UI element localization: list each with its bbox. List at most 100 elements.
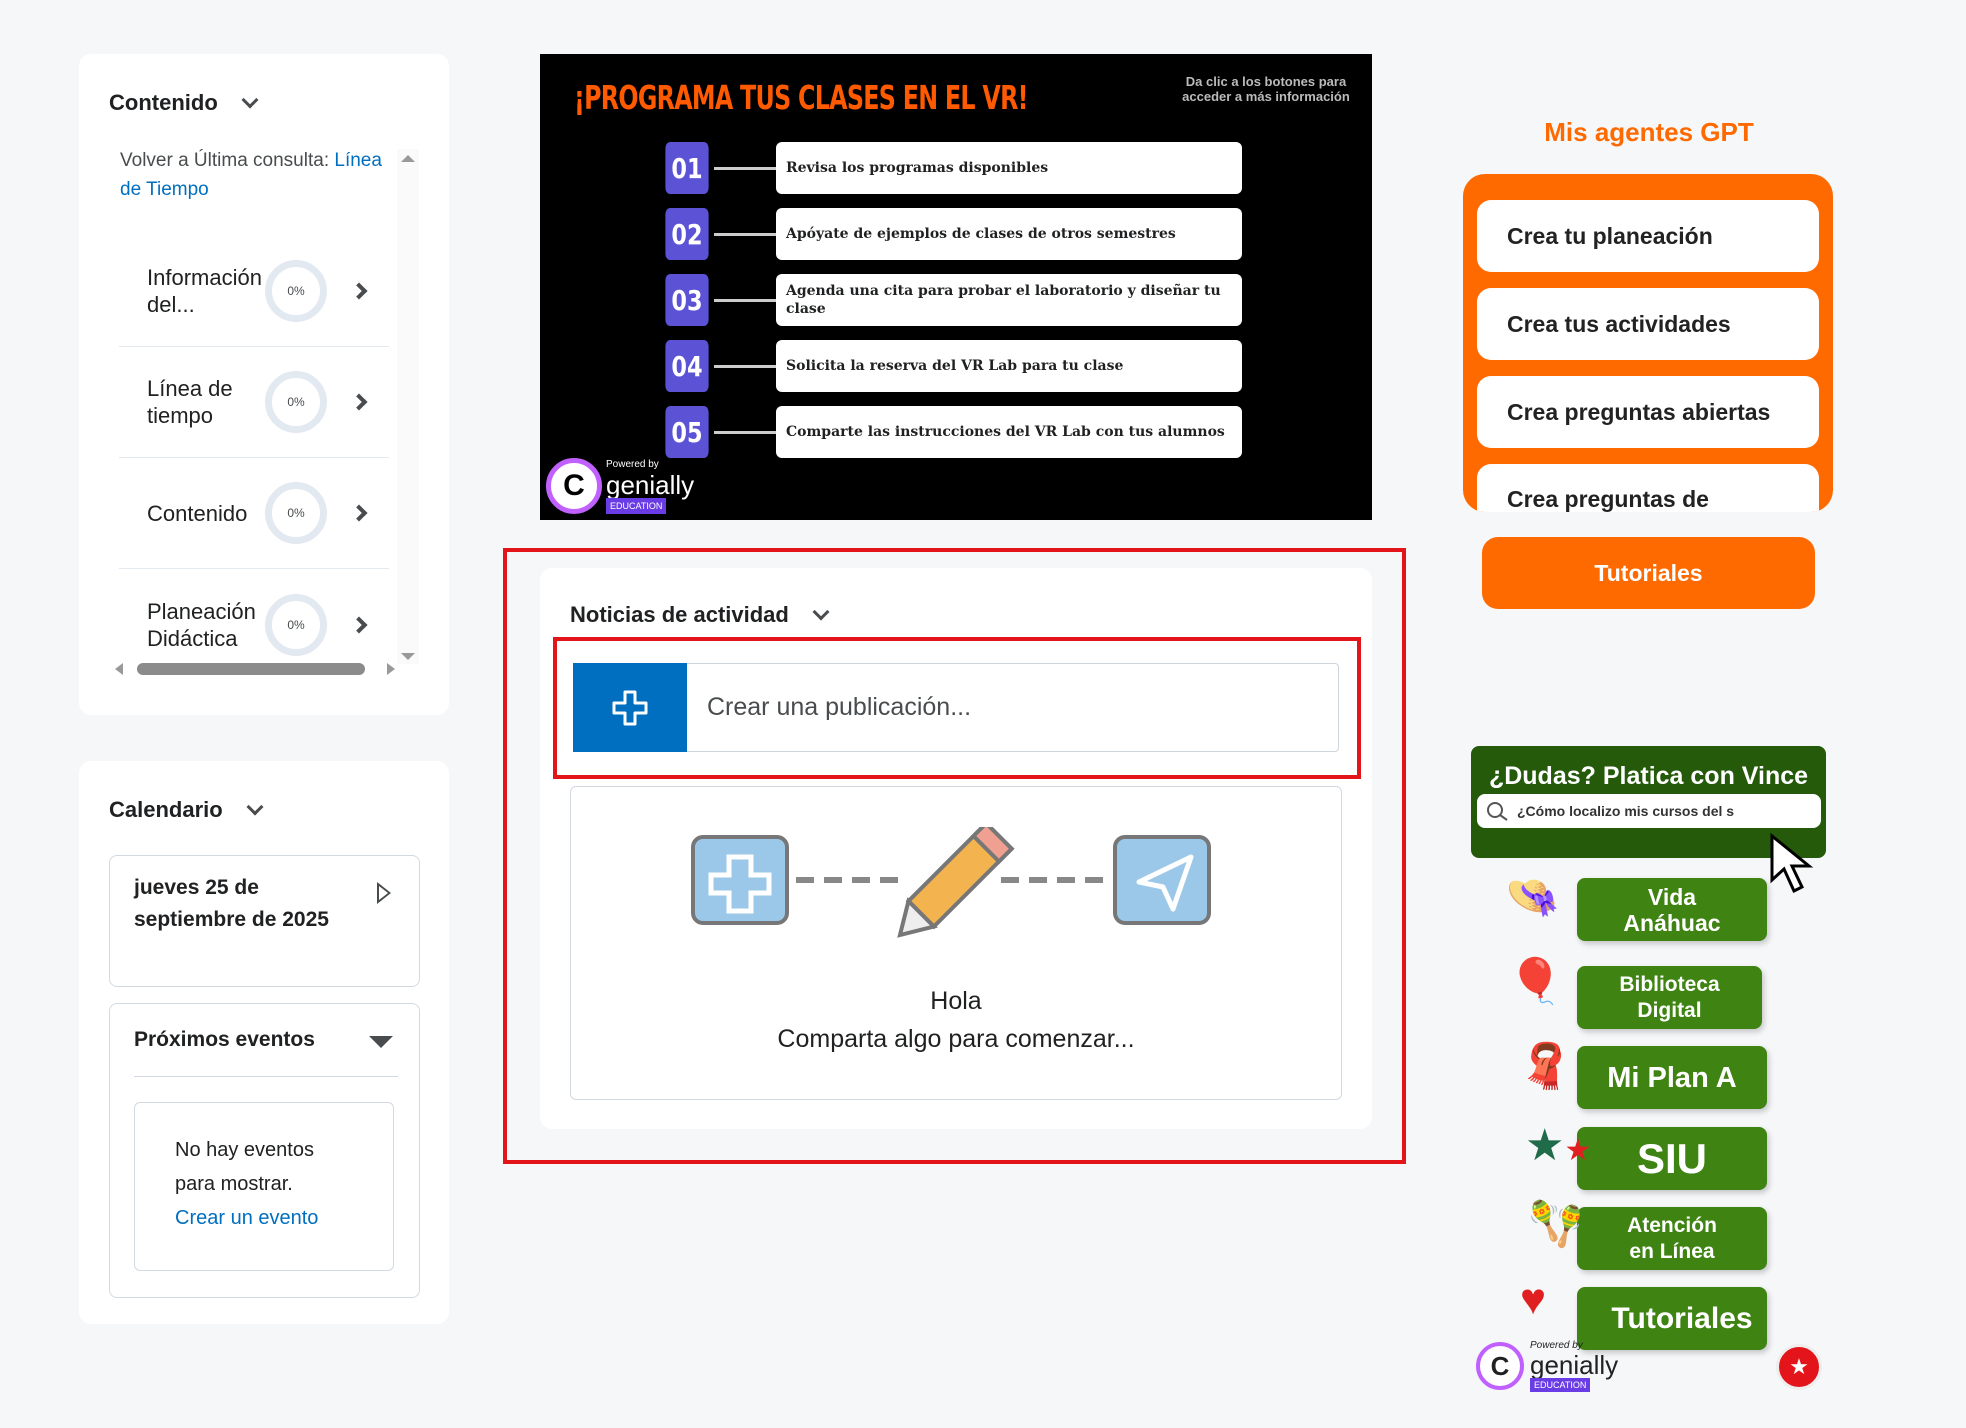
progress-value: 0% xyxy=(287,395,305,409)
next-day-icon[interactable] xyxy=(377,882,391,904)
vince-search-input[interactable]: ¿Cómo localizo mis cursos del s xyxy=(1477,794,1821,828)
tutorials-button[interactable]: Tutoriales xyxy=(1482,537,1815,609)
calendar-header[interactable]: Calendario xyxy=(109,797,264,823)
sombrero-icon: 👒 xyxy=(1505,872,1560,921)
post-illustration-icon xyxy=(691,827,1211,938)
gpt-agent-preguntas[interactable]: Crea preguntas de xyxy=(1477,464,1819,512)
vince-search-text: ¿Cómo localizo mis cursos del s xyxy=(1517,803,1735,819)
link-mi-plan-a[interactable]: Mi Plan A xyxy=(1577,1046,1767,1109)
genially-icon: C xyxy=(1476,1342,1524,1390)
calendar-date: jueves 25 de septiembre de 2025 xyxy=(134,876,329,931)
no-events-text: No hay eventos para mostrar. xyxy=(175,1139,314,1195)
link-siu[interactable]: SIU xyxy=(1577,1127,1767,1190)
link-label: Mi Plan A xyxy=(1607,1061,1737,1094)
content-item-label: Contenido xyxy=(147,500,248,526)
link-tutoriales[interactable]: Tutoriales xyxy=(1577,1287,1767,1350)
calendar-title: Calendario xyxy=(109,797,223,822)
progress-ring: 0% xyxy=(265,371,327,433)
search-icon xyxy=(1487,802,1508,821)
maraca-icon: 🪇 xyxy=(1528,1200,1583,1249)
favorite-star-button[interactable]: ★ xyxy=(1776,1344,1822,1390)
step-5[interactable]: 05 Comparte las instrucciones del VR Lab … xyxy=(660,406,1242,458)
caret-down-icon[interactable] xyxy=(369,1036,393,1048)
calendar-date-box: jueves 25 de septiembre de 2025 xyxy=(109,855,420,987)
brand-name: genially xyxy=(1530,1350,1619,1380)
activity-feed-title: Noticias de actividad xyxy=(570,602,789,627)
banner-title: ¡PROGRAMA TUS CLASES EN EL VR! xyxy=(574,78,1028,117)
content-widget: Contenido Volver a Última consulta: Líne… xyxy=(79,54,449,715)
scroll-down-icon[interactable] xyxy=(401,653,415,660)
edu-badge: EDUCATION xyxy=(1530,1378,1591,1392)
vr-banner[interactable]: ¡PROGRAMA TUS CLASES EN EL VR! Da clic a… xyxy=(540,54,1372,520)
gpt-agent-actividades[interactable]: Crea tus actividades xyxy=(1477,288,1819,360)
progress-value: 0% xyxy=(287,506,305,520)
link-label: Biblioteca Digital xyxy=(1619,972,1720,1022)
chevron-down-icon xyxy=(812,603,830,621)
step-text: Comparte las instrucciones del VR Lab co… xyxy=(776,406,1242,458)
cursor-icon xyxy=(1770,832,1814,894)
chevron-right-icon xyxy=(350,616,368,633)
scroll-thumb[interactable] xyxy=(137,663,365,675)
progress-ring: 0% xyxy=(265,482,327,544)
step-number: 05 xyxy=(665,406,709,458)
step-number: 04 xyxy=(665,340,709,392)
create-event-link[interactable]: Crear un evento xyxy=(175,1207,319,1229)
gpt-agent-preguntas-abiertas[interactable]: Crea preguntas abiertas xyxy=(1477,376,1819,448)
plus-icon xyxy=(612,690,648,725)
content-item[interactable]: Línea de tiempo 0% xyxy=(119,347,389,458)
content-item-label: Información del... xyxy=(147,265,262,317)
last-visit: Volver a Última consulta: Línea de Tiemp… xyxy=(120,146,390,204)
gpt-agents-list[interactable]: Crea tu planeación Crea tus actividades … xyxy=(1463,174,1833,512)
progress-value: 0% xyxy=(287,284,305,298)
scroll-right-icon[interactable] xyxy=(387,663,395,675)
last-visit-link[interactable]: Línea de Tiempo xyxy=(120,150,382,200)
horizontal-scrollbar[interactable] xyxy=(109,660,399,678)
scroll-up-icon[interactable] xyxy=(401,155,415,162)
stars-icon: ★★ xyxy=(1525,1121,1592,1170)
content-item[interactable]: Contenido 0% xyxy=(119,458,389,569)
link-label: Atención en Línea xyxy=(1627,1213,1717,1263)
link-atencion-en-linea[interactable]: Atención en Línea xyxy=(1577,1207,1767,1270)
sarape-icon: 🧣 xyxy=(1518,1042,1573,1091)
step-number: 02 xyxy=(665,208,709,260)
create-post-button[interactable] xyxy=(573,663,687,752)
powered-by: Powered by xyxy=(1530,1340,1583,1351)
heart-flag-icon: ♥ xyxy=(1520,1275,1547,1324)
vertical-scrollbar[interactable] xyxy=(397,149,419,664)
highlight-outline-inner xyxy=(553,637,1361,779)
content-item-label: Línea de tiempo xyxy=(147,376,233,428)
link-biblioteca-digital[interactable]: Biblioteca Digital xyxy=(1577,966,1762,1029)
progress-value: 0% xyxy=(287,617,305,632)
chevron-down-icon xyxy=(241,91,259,109)
activity-feed-header[interactable]: Noticias de actividad xyxy=(570,602,830,628)
highlight-outline xyxy=(503,548,1406,1164)
gpt-agents-title: Mis agentes GPT xyxy=(1544,117,1754,147)
upcoming-events-title: Próximos eventos xyxy=(134,1028,315,1051)
content-widget-header[interactable]: Contenido xyxy=(109,90,259,116)
chevron-down-icon xyxy=(246,798,264,816)
link-vida-anahuac[interactable]: Vida Anáhuac xyxy=(1577,878,1767,941)
brand-name: genially xyxy=(606,470,695,500)
calendar-widget: Calendario jueves 25 de septiembre de 20… xyxy=(79,761,449,1324)
scroll-left-icon[interactable] xyxy=(115,663,123,675)
vince-chat-widget[interactable]: ¿Dudas? Platica con Vince ¿Cómo localizo… xyxy=(1471,746,1826,858)
create-post-input[interactable]: Crear una publicación... xyxy=(573,663,1339,752)
step-text: Revisa los programas disponibles xyxy=(776,142,1242,194)
last-visit-label: Volver a Última consulta: xyxy=(120,150,330,171)
vince-title: ¿Dudas? Platica con Vince xyxy=(1488,762,1809,790)
gpt-agent-planeacion[interactable]: Crea tu planeación xyxy=(1477,200,1819,272)
step-text: Agenda una cita para probar el laborator… xyxy=(776,274,1242,326)
content-item-label: Planeación Didáctica xyxy=(147,598,256,651)
content-item[interactable]: Información del... 0% xyxy=(119,236,389,347)
empty-text: Comparta algo para comenzar... xyxy=(777,1025,1135,1053)
content-item[interactable]: Planeación Didáctica 0% xyxy=(119,569,389,680)
chevron-right-icon xyxy=(350,282,368,300)
empty-title: Hola xyxy=(930,987,982,1015)
content-widget-title: Contenido xyxy=(109,90,218,115)
